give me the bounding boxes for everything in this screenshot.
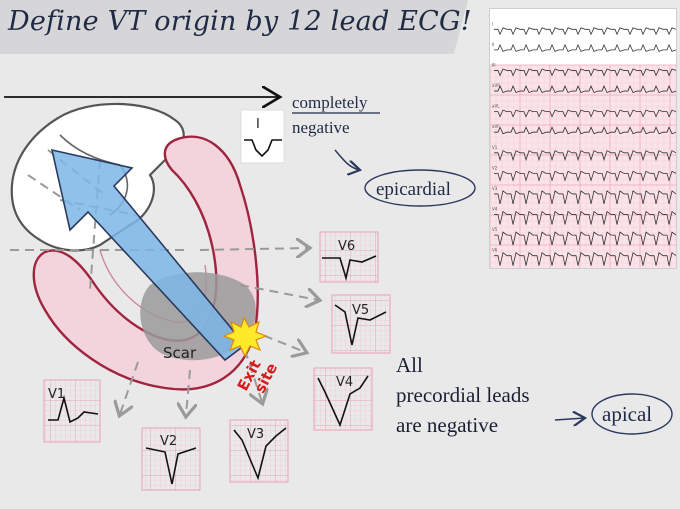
lead-i-label: I <box>256 117 260 132</box>
ecg-lead-trace <box>494 109 677 118</box>
ecg-lead-trace <box>494 190 677 205</box>
note-arrow <box>334 149 360 170</box>
ecg-lead-label: III <box>492 62 496 67</box>
svg-text:V2: V2 <box>160 434 177 449</box>
dash-arrow-v6 <box>199 248 308 250</box>
svg-text:V5: V5 <box>352 303 369 318</box>
ventricle-myocardium <box>32 135 259 391</box>
apical-ellipse <box>591 393 673 435</box>
svg-text:V4: V4 <box>336 375 353 390</box>
lead-v3: V3 <box>229 419 289 483</box>
lead-v4: V4 <box>313 367 373 431</box>
dash-arrow-v2 <box>186 369 190 415</box>
exit-site-burst <box>222 316 268 358</box>
lead-i-note-2: negative <box>292 118 350 137</box>
apical-result: apical <box>602 402 652 426</box>
scar-label: Scar <box>163 344 197 362</box>
ecg-lead-trace <box>494 126 677 135</box>
lead-v5: V5 <box>331 294 391 354</box>
ecg-lead-trace <box>494 231 677 246</box>
ecg-lead-trace <box>494 27 677 36</box>
ecg-lead-trace <box>494 68 677 77</box>
ecg-lead-label: V5 <box>492 227 498 232</box>
ecg-lead-trace <box>494 85 677 94</box>
ecg-lead-label: aVF <box>492 124 500 129</box>
ecg-lead-trace <box>494 252 677 266</box>
precordial-line-3: are negative <box>396 413 498 437</box>
dash-arrow-v3 <box>244 349 262 402</box>
ecg-lead-label: V2 <box>492 165 498 170</box>
vt-vector-arrow <box>50 148 247 362</box>
ecg-lead-label: V4 <box>492 207 498 212</box>
lead-v6: V6 <box>319 231 379 283</box>
ecg-lead-label: I <box>492 21 493 26</box>
svg-text:V3: V3 <box>247 427 264 442</box>
lead-i-note-1: completely <box>292 93 368 112</box>
ecg-lead-label: aVL <box>492 104 500 109</box>
dash-arrow-v5 <box>239 284 318 300</box>
dash-arrow-v1 <box>120 361 139 414</box>
ecg-lead-label: V1 <box>492 145 498 150</box>
ecg-lead-trace <box>494 170 677 182</box>
lead-i-tracing: I <box>240 109 285 164</box>
epicardial-ellipse <box>364 169 476 207</box>
precordial-line-1: All <box>396 353 423 377</box>
ecg-lead-trace <box>494 43 677 52</box>
ecg-lead-trace <box>494 150 677 162</box>
epicardial-result: epicardial <box>376 179 451 200</box>
title-banner <box>0 0 468 54</box>
ecg-lead-label: V3 <box>492 186 498 191</box>
ecg-lead-trace <box>494 210 677 225</box>
lead-v2: V2 <box>141 427 201 491</box>
svg-text:V6: V6 <box>338 239 355 254</box>
ecg-lead-label: V6 <box>492 248 498 253</box>
apical-arrow <box>554 418 585 420</box>
ecg-lead-label: II <box>492 42 494 47</box>
svg-text:V1: V1 <box>48 387 65 402</box>
precordial-line-2: precordial leads <box>396 383 530 407</box>
ecg-lead-label: aVR <box>492 83 500 88</box>
dash-arrow-v4 <box>249 329 305 352</box>
lead-v1: V1 <box>43 379 101 443</box>
page-title: Define VT origin by 12 lead ECG! <box>8 6 472 37</box>
